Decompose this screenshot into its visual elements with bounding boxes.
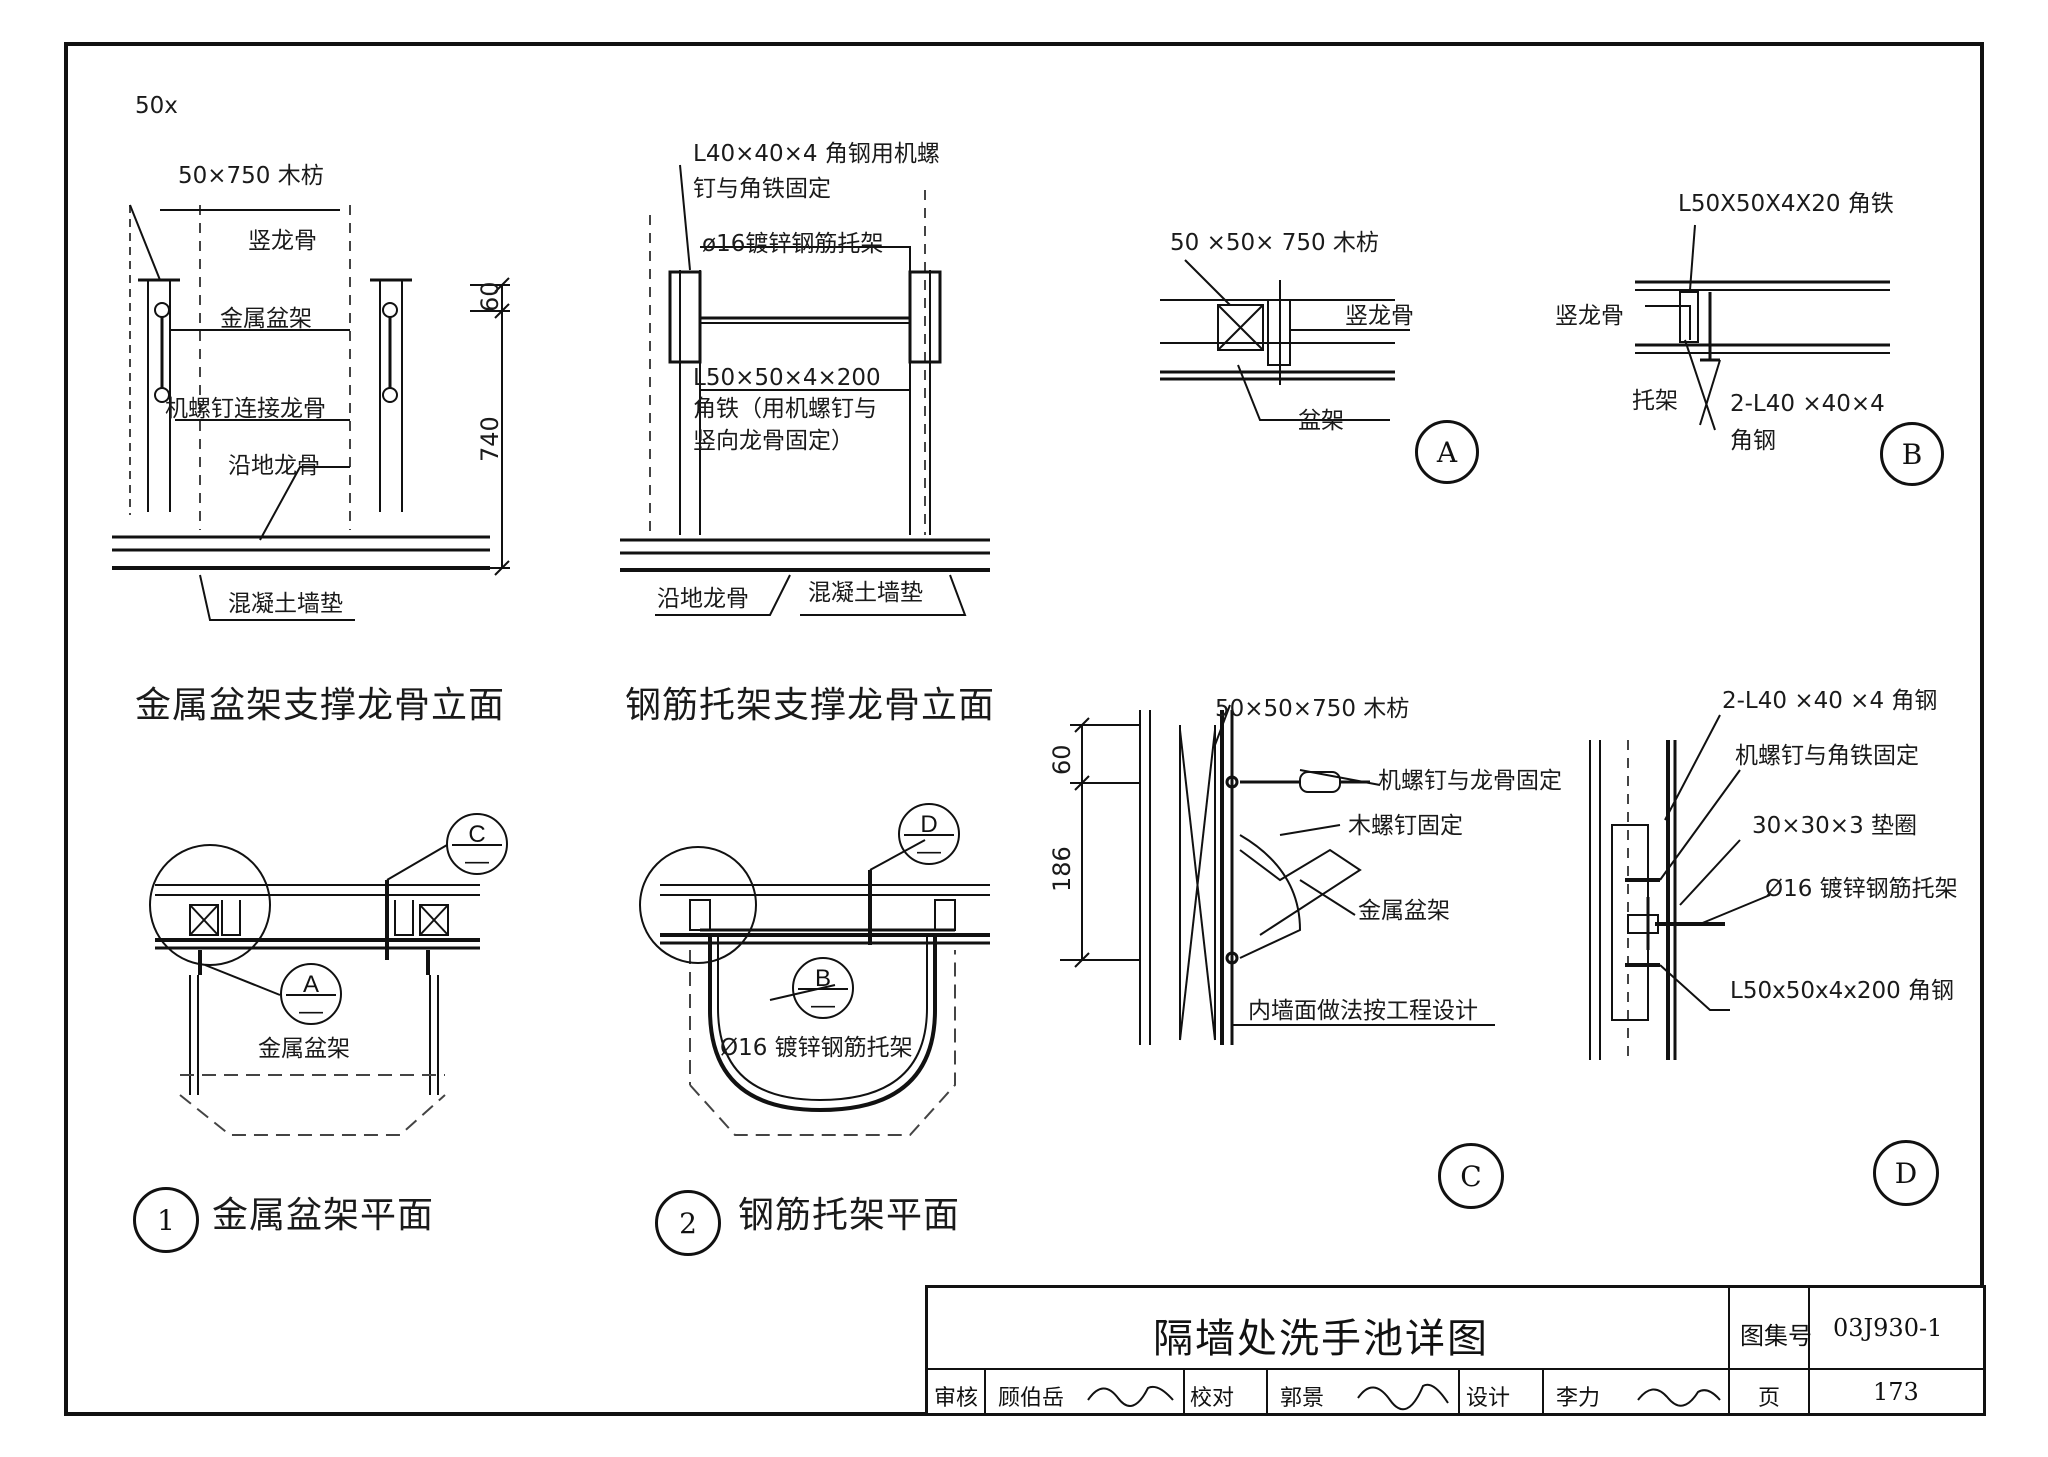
review-label: 审核 [934, 1386, 979, 1411]
plan2-rebar-label: Ø16 镀锌钢筋托架 [720, 1035, 913, 1061]
atlas-label: 图集号 [1740, 1322, 1812, 1350]
plan1-number-mark: 1 [133, 1187, 199, 1253]
plan1-section-c-mark: C — [446, 813, 508, 875]
detail-d-washer: 30×30×3 垫圈 [1752, 813, 1918, 839]
detail-d-screw: 机螺钉与角铁固定 [1735, 743, 1919, 769]
detail-a-frame: 盆架 [1298, 408, 1344, 434]
elev2-angle-iron-3: 竖向龙骨固定） [693, 428, 854, 454]
elev1-dim-740: 740 [476, 416, 504, 462]
plan2-section-d-letter: D [920, 811, 938, 838]
elev1-dim-60: 60 [476, 281, 504, 312]
checker-name: 郭景 [1280, 1386, 1325, 1411]
elev1-screw-label: 机螺钉连接龙骨 [165, 396, 326, 422]
detail-a-stud: 竖龙骨 [1345, 303, 1414, 329]
elev1-wood-label: 50×750 木枋 [178, 163, 324, 189]
plan2-section-b-letter: B [814, 965, 831, 992]
elev2-angle-note-2: 钉与角铁固定 [693, 176, 831, 202]
elev2-rebar-label: ø16镀锌钢筋托架 [702, 231, 884, 257]
plan2-section-d-sheet: — [917, 838, 941, 865]
detail-b-bracket: 托架 [1632, 388, 1678, 414]
detail-b-angle-iron: L50X50X4X20 角铁 [1678, 191, 1894, 217]
detail-b-stud: 竖龙骨 [1555, 303, 1624, 329]
check-label: 校对 [1190, 1386, 1235, 1411]
detail-c-mark: C [1438, 1143, 1504, 1209]
detail-c-drawing [1060, 704, 1495, 1045]
detail-a-drawing [1160, 259, 1410, 421]
signatures [1087, 1383, 1721, 1411]
plan1-section-a-mark: A — [280, 963, 342, 1025]
designer-signature [1637, 1388, 1721, 1407]
detail-a-mark: A [1415, 420, 1479, 484]
detail-d-angle: 2-L40 ×40 ×4 角钢 [1722, 688, 1938, 714]
elev2-floor-track-label: 沿地龙骨 [657, 586, 749, 612]
detail-b-angle-2: 角钢 [1730, 428, 1776, 454]
plan1-section-a-sheet: — [299, 998, 323, 1025]
plan1-section-c-letter: C [468, 821, 486, 848]
elev2-concrete-label: 混凝土墙垫 [808, 580, 923, 606]
elev1-frame-label: 金属盆架 [220, 306, 312, 332]
detail-d-rebar: Ø16 镀锌钢筋托架 [1765, 876, 1958, 902]
detail-c-dim-186: 186 [1048, 846, 1076, 892]
checker-signature [1357, 1383, 1449, 1411]
elev1-stud-label: 竖龙骨 [248, 228, 317, 254]
detail-c-wall: 内墙面做法按工程设计 [1248, 998, 1478, 1024]
drawing-title: 隔墙处洗手池详图 [1153, 1316, 1489, 1362]
elev2-angle-note: L40×40×4 角钢用机螺 [693, 141, 940, 167]
plan-1-drawing [149, 844, 480, 1136]
detail-c-wood-screw: 木螺钉固定 [1348, 813, 1463, 839]
plan1-section-c-sheet: — [465, 848, 489, 875]
plan1-title: 金属盆架平面 [212, 1195, 435, 1236]
detail-d-mark: D [1873, 1140, 1939, 1206]
design-label: 设计 [1466, 1386, 1511, 1411]
detail-b-mark: B [1880, 422, 1944, 486]
reviewer-name: 顾伯岳 [998, 1386, 1065, 1411]
page-number: 173 [1873, 1378, 1919, 1406]
detail-c-wood: 50×50×750 木枋 [1215, 696, 1410, 722]
plan1-frame-label: 金属盆架 [258, 1036, 350, 1062]
plan2-title: 钢筋托架平面 [738, 1195, 961, 1236]
detail-d-drawing [1589, 714, 1771, 1060]
plan2-number-mark: 2 [655, 1190, 721, 1256]
detail-c-screw: 机螺钉与龙骨固定 [1378, 768, 1562, 794]
detail-a-wood: 50 ×50× 750 木枋 [1170, 230, 1379, 256]
elevation-2-drawing [620, 164, 990, 616]
plan-2-drawing [639, 839, 990, 1136]
top-left-note: 50x [135, 93, 178, 119]
elev2-title: 钢筋托架支撑龙骨立面 [625, 685, 996, 726]
page-label: 页 [1758, 1386, 1781, 1411]
detail-c-dim-60: 60 [1048, 744, 1076, 775]
plan2-section-b-sheet: — [811, 992, 835, 1019]
elev2-angle-iron: L50×50×4×200 [693, 365, 881, 391]
elev2-angle-iron-2: 角铁（用机螺钉与 [693, 396, 877, 422]
plan2-section-b-mark: B — [792, 957, 854, 1019]
title-block: 隔墙处洗手池详图 图集号 03J930-1 审核 顾伯岳 校对 郭景 设计 李力… [925, 1285, 1986, 1416]
title-block-divider [928, 1368, 1983, 1370]
detail-b-drawing [1635, 224, 1890, 431]
elev1-floor-track-label: 沿地龙骨 [228, 453, 320, 479]
detail-c-frame: 金属盆架 [1358, 898, 1450, 924]
elev1-title: 金属盆架支撑龙骨立面 [135, 685, 506, 726]
detail-b-angle: 2-L40 ×40×4 [1730, 391, 1885, 417]
reviewer-signature [1087, 1385, 1174, 1407]
plan2-section-d-mark: D — [898, 803, 960, 865]
designer-name: 李力 [1556, 1386, 1601, 1411]
atlas-number: 03J930-1 [1833, 1314, 1943, 1342]
plan1-section-a-letter: A [302, 971, 319, 998]
elev1-concrete-label: 混凝土墙垫 [228, 591, 343, 617]
detail-d-angle-iron: L50x50x4x200 角钢 [1730, 978, 1955, 1004]
elevation-1-drawing [112, 204, 510, 621]
